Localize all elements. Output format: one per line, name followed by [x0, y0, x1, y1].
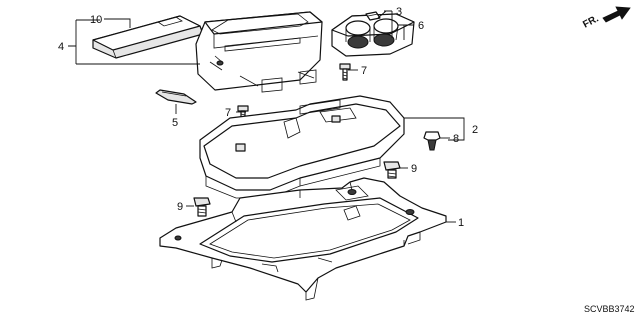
clip-part-8: [423, 131, 441, 151]
callout-4: 4: [58, 41, 64, 53]
clip-part-3: [365, 11, 381, 21]
callout-9-right: 9: [411, 163, 417, 175]
bolt-9-right: [383, 161, 401, 179]
front-label: FR.: [581, 13, 601, 30]
console-tray: [199, 95, 405, 199]
armrest-box: [195, 11, 323, 93]
callout-3: 3: [396, 6, 402, 18]
callout-7-upper: 7: [361, 65, 367, 77]
callout-7-lower: 7: [225, 107, 231, 119]
cup-holder: [331, 13, 415, 57]
callout-8: 8: [453, 133, 459, 145]
screw-7-upper: [339, 63, 351, 81]
front-direction-indicator: FR.: [581, 6, 631, 31]
callout-1: 1: [458, 217, 464, 229]
leader-lines: [68, 10, 465, 223]
callout-5: 5: [172, 117, 178, 129]
console-lid: [92, 15, 204, 59]
small-cover-part-5: [155, 89, 197, 105]
front-arrow-icon: [602, 6, 631, 23]
diagram-code: SCVBB3742: [584, 304, 635, 314]
bolt-9-left: [193, 197, 211, 217]
callout-9-left: 9: [177, 201, 183, 213]
callouts: 10 4 3 6 7 5 7 2 8 9 9 1: [58, 6, 478, 229]
callout-2: 2: [472, 124, 478, 136]
mounting-bracket: [159, 177, 447, 301]
callout-6: 6: [418, 20, 424, 32]
callout-10: 10: [90, 14, 102, 26]
